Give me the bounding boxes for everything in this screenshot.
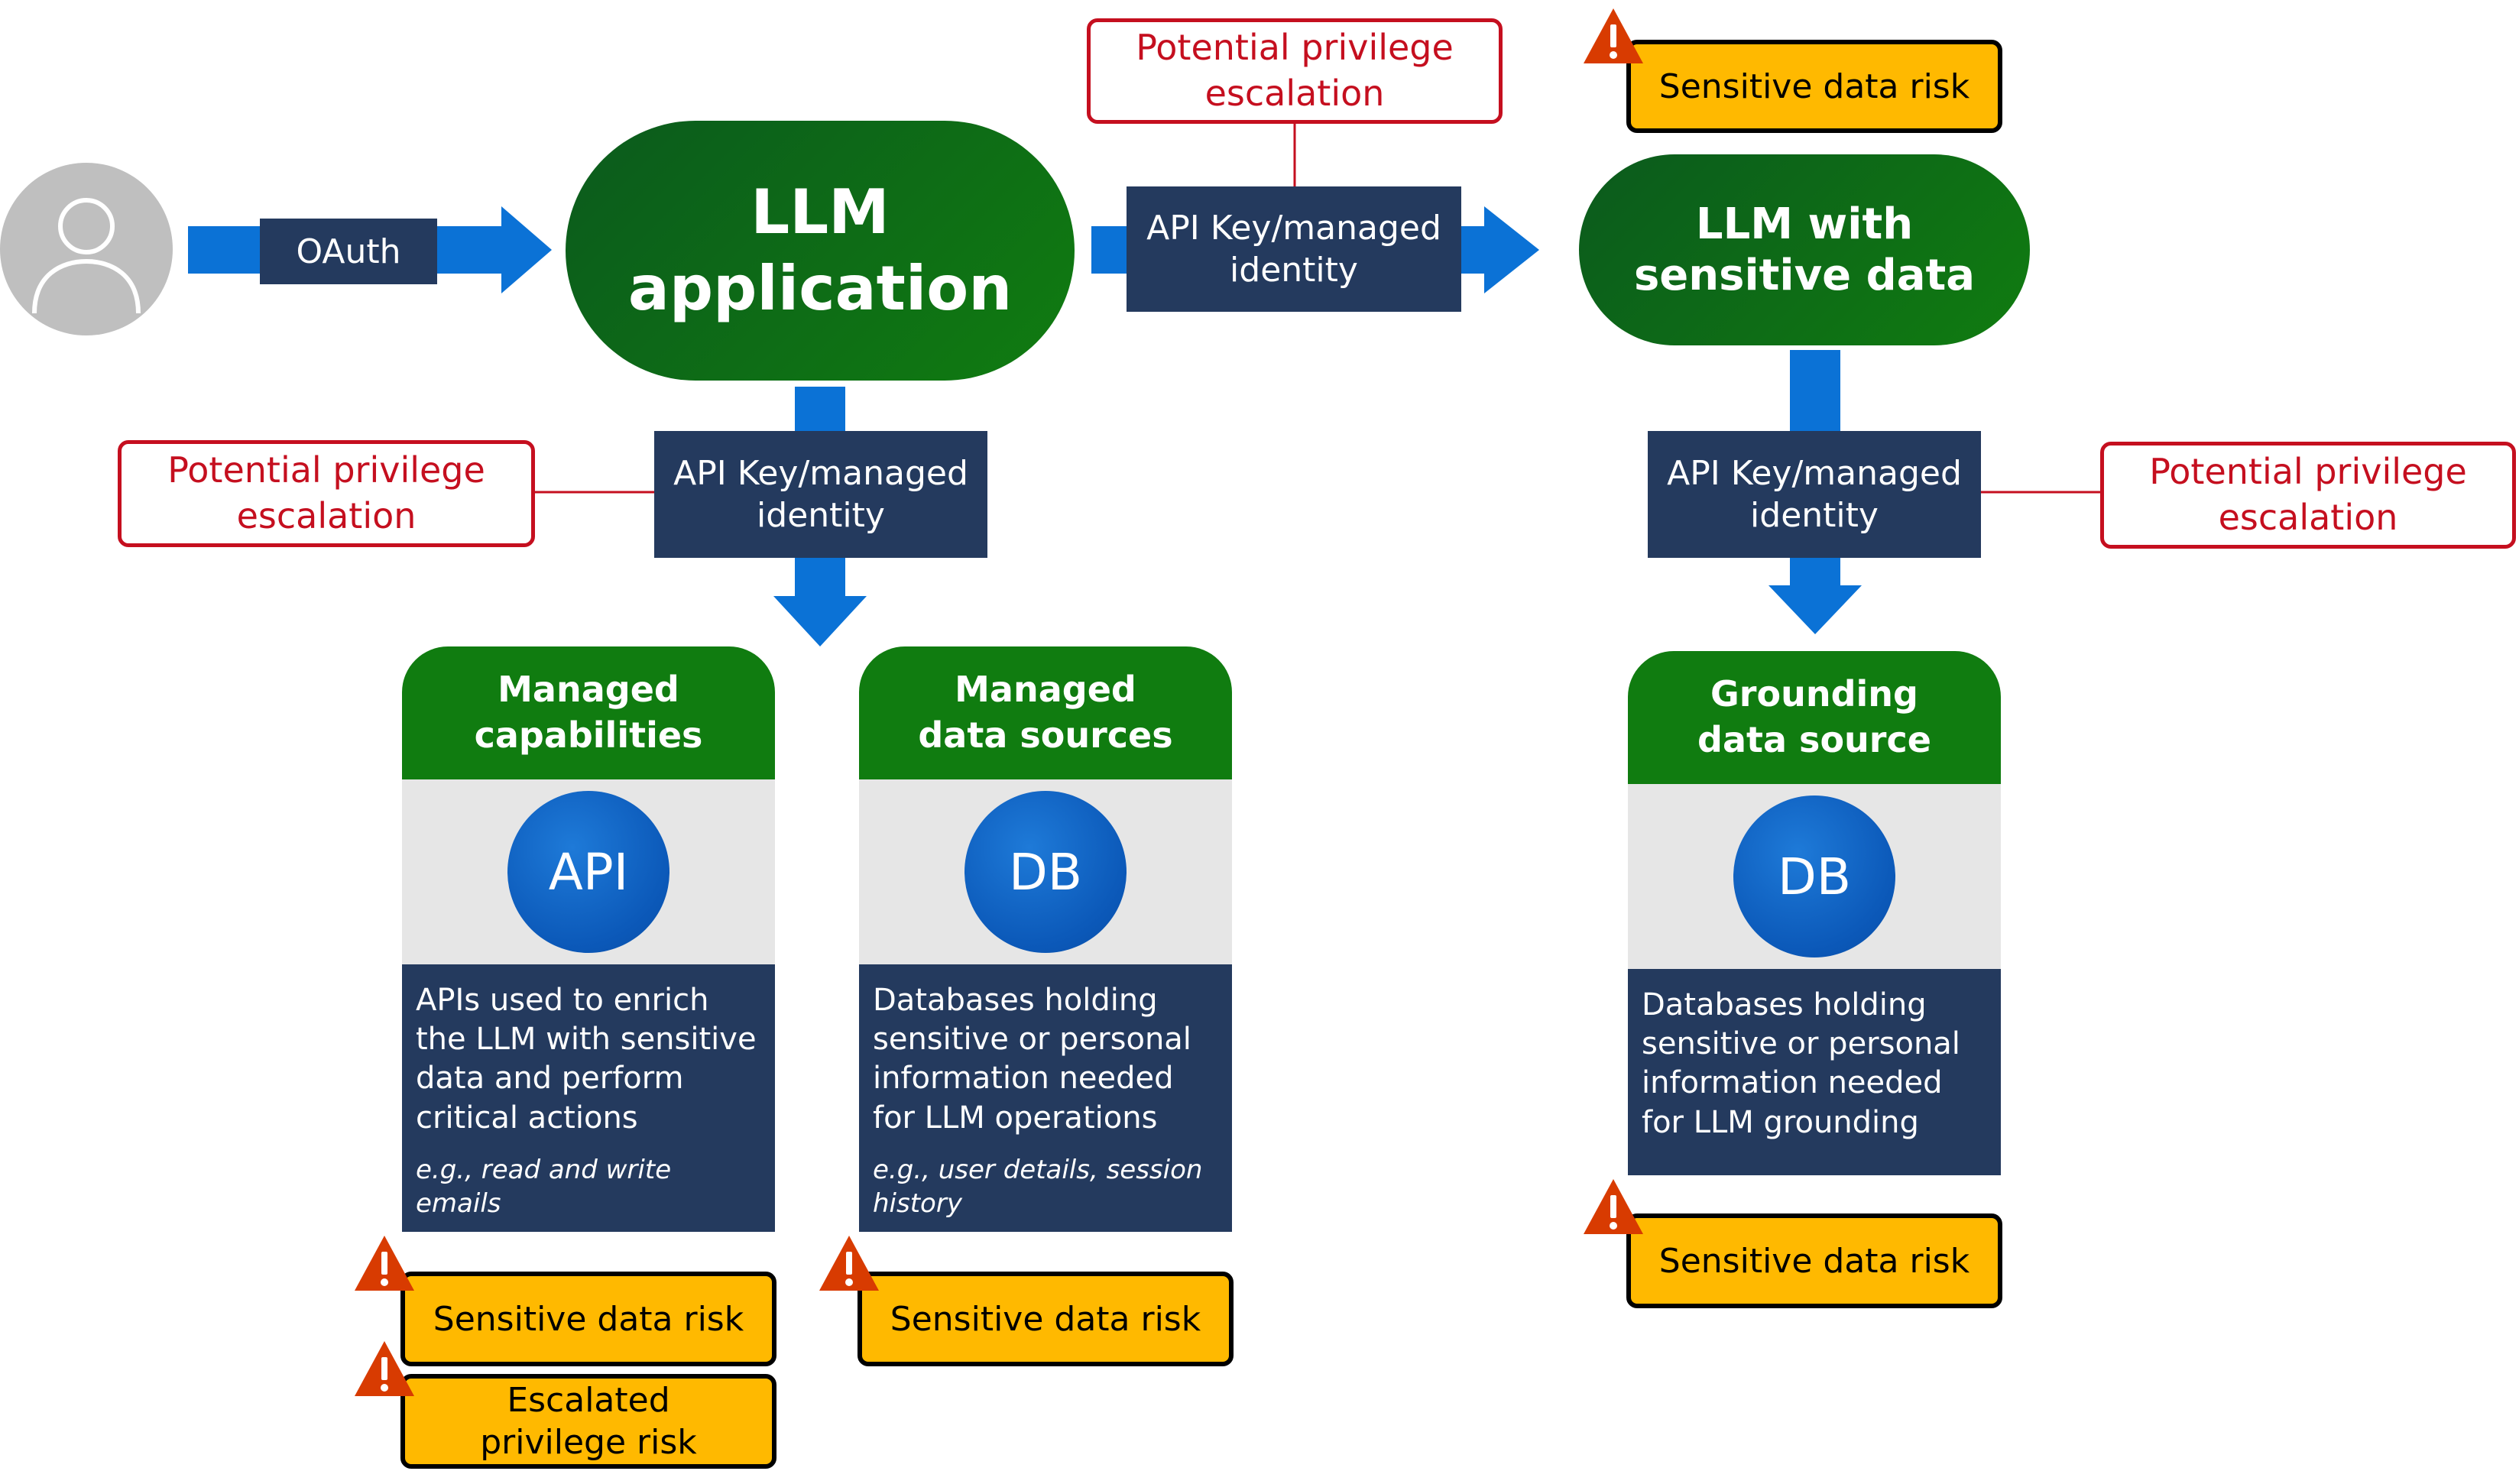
card-capabilities-body: APIs used to enrich the LLM with sensiti… — [402, 964, 775, 1232]
card-managed-capabilities: Managed capabilities API APIs used to en… — [402, 646, 775, 1232]
escalation-right-line2: escalation — [2218, 497, 2398, 538]
warning-icon — [355, 1236, 414, 1291]
user-avatar-icon — [0, 160, 173, 338]
api-key-left: API Key/managed identity — [654, 431, 987, 558]
risk-box-data-sources: Sensitive data risk — [857, 1272, 1234, 1366]
card-grounding-title1: Grounding — [1710, 673, 1918, 715]
card-grounding-data-source: Grounding data source DB Databases holdi… — [1628, 651, 2001, 1175]
api-key-right-line1: API Key/managed — [1667, 454, 1962, 493]
card-capabilities-title1: Managed — [498, 669, 679, 711]
card-grounding-description: Databases holding sensitive or personal … — [1642, 987, 1960, 1140]
risk-box-grounding: Sensitive data risk — [1626, 1213, 2002, 1308]
card-grounding-title2: data source — [1697, 719, 1931, 760]
llm-sensitive-line2: sensitive data — [1633, 251, 1976, 300]
card-data-sources-header: Managed data sources — [859, 646, 1232, 779]
escalation-box-left: Potential privilege escalation — [118, 440, 535, 547]
api-key-top: API Key/managed identity — [1127, 186, 1461, 312]
escalation-left-line2: escalation — [236, 495, 417, 536]
card-capabilities-example: e.g., read and write emails — [416, 1154, 672, 1219]
card-grounding-badge-area: DB — [1628, 784, 2001, 969]
api-key-right: API Key/managed identity — [1648, 431, 1981, 558]
card-managed-data-sources: Managed data sources DB Databases holdin… — [859, 646, 1232, 1232]
card-data-sources-example: e.g., user details, session history — [873, 1154, 1203, 1219]
warning-icon — [1584, 8, 1643, 63]
api-key-top-line2: identity — [1230, 251, 1358, 290]
card-data-sources-title2: data sources — [918, 714, 1173, 756]
db-badge-icon: DB — [1733, 795, 1895, 957]
warning-icon — [819, 1236, 879, 1291]
db-grounding-badge-text: DB — [1777, 847, 1852, 906]
db-badge-text: DB — [1008, 842, 1083, 902]
llm-application-node: LLM application — [566, 121, 1075, 381]
api-badge-icon: API — [507, 791, 669, 953]
warning-icon — [1584, 1179, 1643, 1234]
card-capabilities-title2: capabilities — [474, 714, 703, 756]
card-data-sources-description: Databases holding sensitive or personal … — [873, 983, 1191, 1136]
api-key-right-line2: identity — [1750, 496, 1879, 535]
card-grounding-body: Databases holding sensitive or personal … — [1628, 969, 2001, 1175]
llm-sensitive-data-node: LLM with sensitive data — [1579, 154, 2030, 345]
escalation-left-line1: Potential privilege — [167, 449, 485, 491]
oauth-label: OAuth — [260, 219, 437, 284]
risk-top-right-text: Sensitive data risk — [1658, 66, 1970, 106]
card-capabilities-badge-area: API — [402, 779, 775, 964]
card-data-sources-body: Databases holding sensitive or personal … — [859, 964, 1232, 1232]
api-key-left-line1: API Key/managed — [673, 454, 968, 493]
card-grounding-header: Grounding data source — [1628, 651, 2001, 784]
risk-box-escalated-privilege: Escalated privilege risk — [400, 1374, 776, 1469]
llm-app-line2: application — [627, 253, 1013, 324]
card-data-sources-title1: Managed — [955, 669, 1136, 711]
risk-escalated-line1: Escalated — [507, 1381, 670, 1420]
risk-box-capabilities: Sensitive data risk — [400, 1272, 776, 1366]
escalation-top-line1: Potential privilege — [1136, 27, 1454, 69]
escalation-box-top: Potential privilege escalation — [1087, 18, 1503, 124]
escalation-box-right: Potential privilege escalation — [2100, 442, 2516, 549]
api-key-left-line2: identity — [757, 496, 885, 535]
risk-escalated-line2: privilege risk — [480, 1423, 697, 1462]
risk-capabilities-text: Sensitive data risk — [433, 1299, 744, 1339]
api-badge-text: API — [548, 842, 629, 902]
risk-data-sources-text: Sensitive data risk — [890, 1299, 1201, 1339]
card-capabilities-header: Managed capabilities — [402, 646, 775, 779]
llm-app-line1: LLM — [751, 177, 890, 248]
db-badge-icon: DB — [964, 791, 1127, 953]
escalation-top-line2: escalation — [1204, 73, 1385, 114]
risk-box-top-right: Sensitive data risk — [1626, 40, 2002, 133]
oauth-text: OAuth — [296, 232, 401, 271]
escalation-right-line1: Potential privilege — [2149, 451, 2467, 493]
card-data-sources-badge-area: DB — [859, 779, 1232, 964]
api-key-top-line1: API Key/managed — [1146, 209, 1441, 248]
risk-grounding-text: Sensitive data risk — [1658, 1241, 1970, 1281]
warning-icon — [355, 1341, 414, 1396]
llm-sensitive-line1: LLM with — [1695, 199, 1914, 249]
card-capabilities-description: APIs used to enrich the LLM with sensiti… — [416, 983, 757, 1136]
